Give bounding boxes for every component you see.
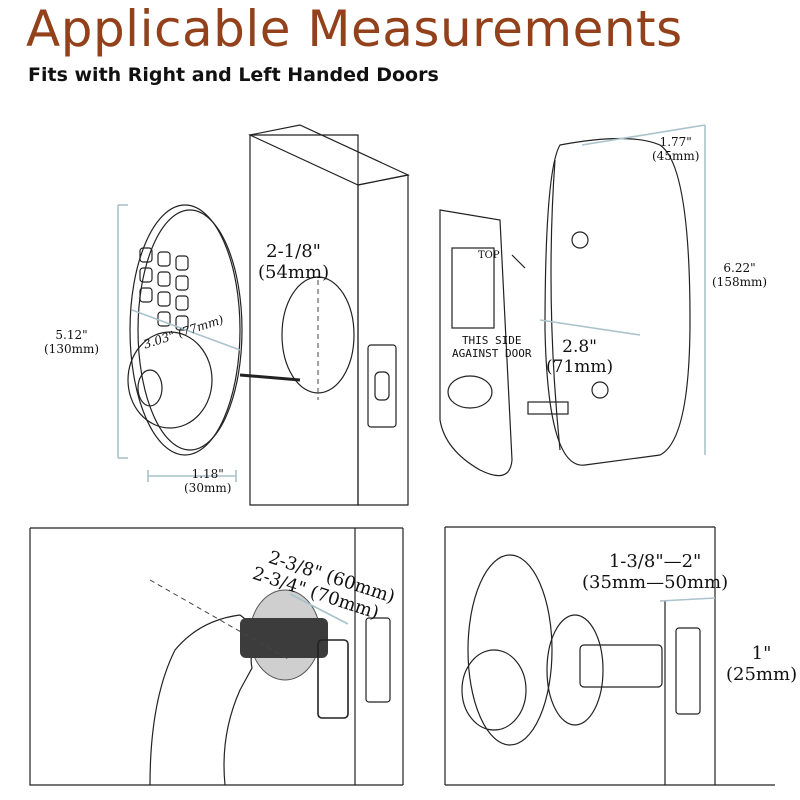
cover-depth-metric: (45mm) bbox=[652, 148, 700, 163]
lock-dimension-lines bbox=[117, 204, 241, 482]
hole-value: 2-1/8" bbox=[266, 241, 321, 262]
hole-cover-metric: (71mm) bbox=[546, 356, 614, 377]
cover-height-value: 6.22" bbox=[723, 261, 756, 275]
lock-depth-label: 1.18" (30mm) bbox=[184, 467, 232, 496]
lock-height-metric: (130mm) bbox=[44, 341, 100, 356]
page-title: Applicable Measurements bbox=[26, 0, 683, 58]
cover-height-label: 6.22" (158mm) bbox=[712, 261, 768, 290]
plate-text: THIS SIDE AGAINST DOOR bbox=[452, 334, 532, 360]
door-block bbox=[248, 124, 410, 506]
hole-metric: (54mm) bbox=[258, 261, 330, 283]
plate-text-line2: AGAINST DOOR bbox=[452, 346, 532, 360]
back-cover bbox=[527, 137, 691, 466]
door-thickness-label: 1-3/8"—2" (35mm—50mm) bbox=[582, 551, 729, 593]
plate-top-mark: TOP bbox=[478, 250, 500, 261]
cover-height-metric: (158mm) bbox=[712, 274, 768, 289]
bolt-extension-metric: (25mm) bbox=[726, 663, 798, 685]
door-thickness-metric: (35mm—50mm) bbox=[582, 571, 729, 593]
cover-dimension-lines bbox=[539, 124, 706, 455]
door-thickness-value: 1-3/8"—2" bbox=[608, 551, 702, 572]
bolt-extension-value: 1" bbox=[751, 643, 772, 664]
hole-cover-label: 2.8" (71mm) bbox=[546, 337, 614, 377]
lock-height-label: 5.12" (130mm) bbox=[44, 328, 100, 357]
hole-cover-value: 2.8" bbox=[562, 337, 597, 357]
lock-height-value: 5.12" bbox=[55, 328, 88, 342]
bottom-right-panel bbox=[444, 526, 775, 786]
bolt-extension-label: 1" (25mm) bbox=[726, 643, 798, 685]
hole-label: 2-1/8" (54mm) bbox=[258, 241, 330, 283]
plate-text-line1: THIS SIDE bbox=[461, 334, 522, 347]
page-subtitle: Fits with Right and Left Handed Doors bbox=[28, 64, 439, 86]
mounting-plate bbox=[439, 209, 526, 477]
cover-depth-value: 1.77" bbox=[659, 135, 692, 149]
cover-depth-label: 1.77" (45mm) bbox=[652, 135, 700, 164]
bottom-left-panel bbox=[29, 527, 404, 786]
lock-depth-value: 1.18" bbox=[191, 467, 224, 481]
lock-depth-metric: (30mm) bbox=[184, 480, 232, 495]
